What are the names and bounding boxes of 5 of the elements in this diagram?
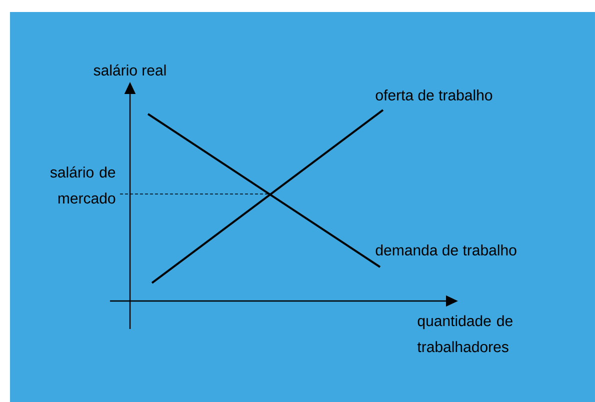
axis-label: demanda de trabalho xyxy=(376,244,516,256)
axis-label: quantidade de trabalhadores xyxy=(417,315,512,352)
axis-label: oferta de trabalho xyxy=(376,89,492,100)
axis-label: salário de mercado xyxy=(50,166,116,204)
axis-label: salário real xyxy=(94,64,166,76)
